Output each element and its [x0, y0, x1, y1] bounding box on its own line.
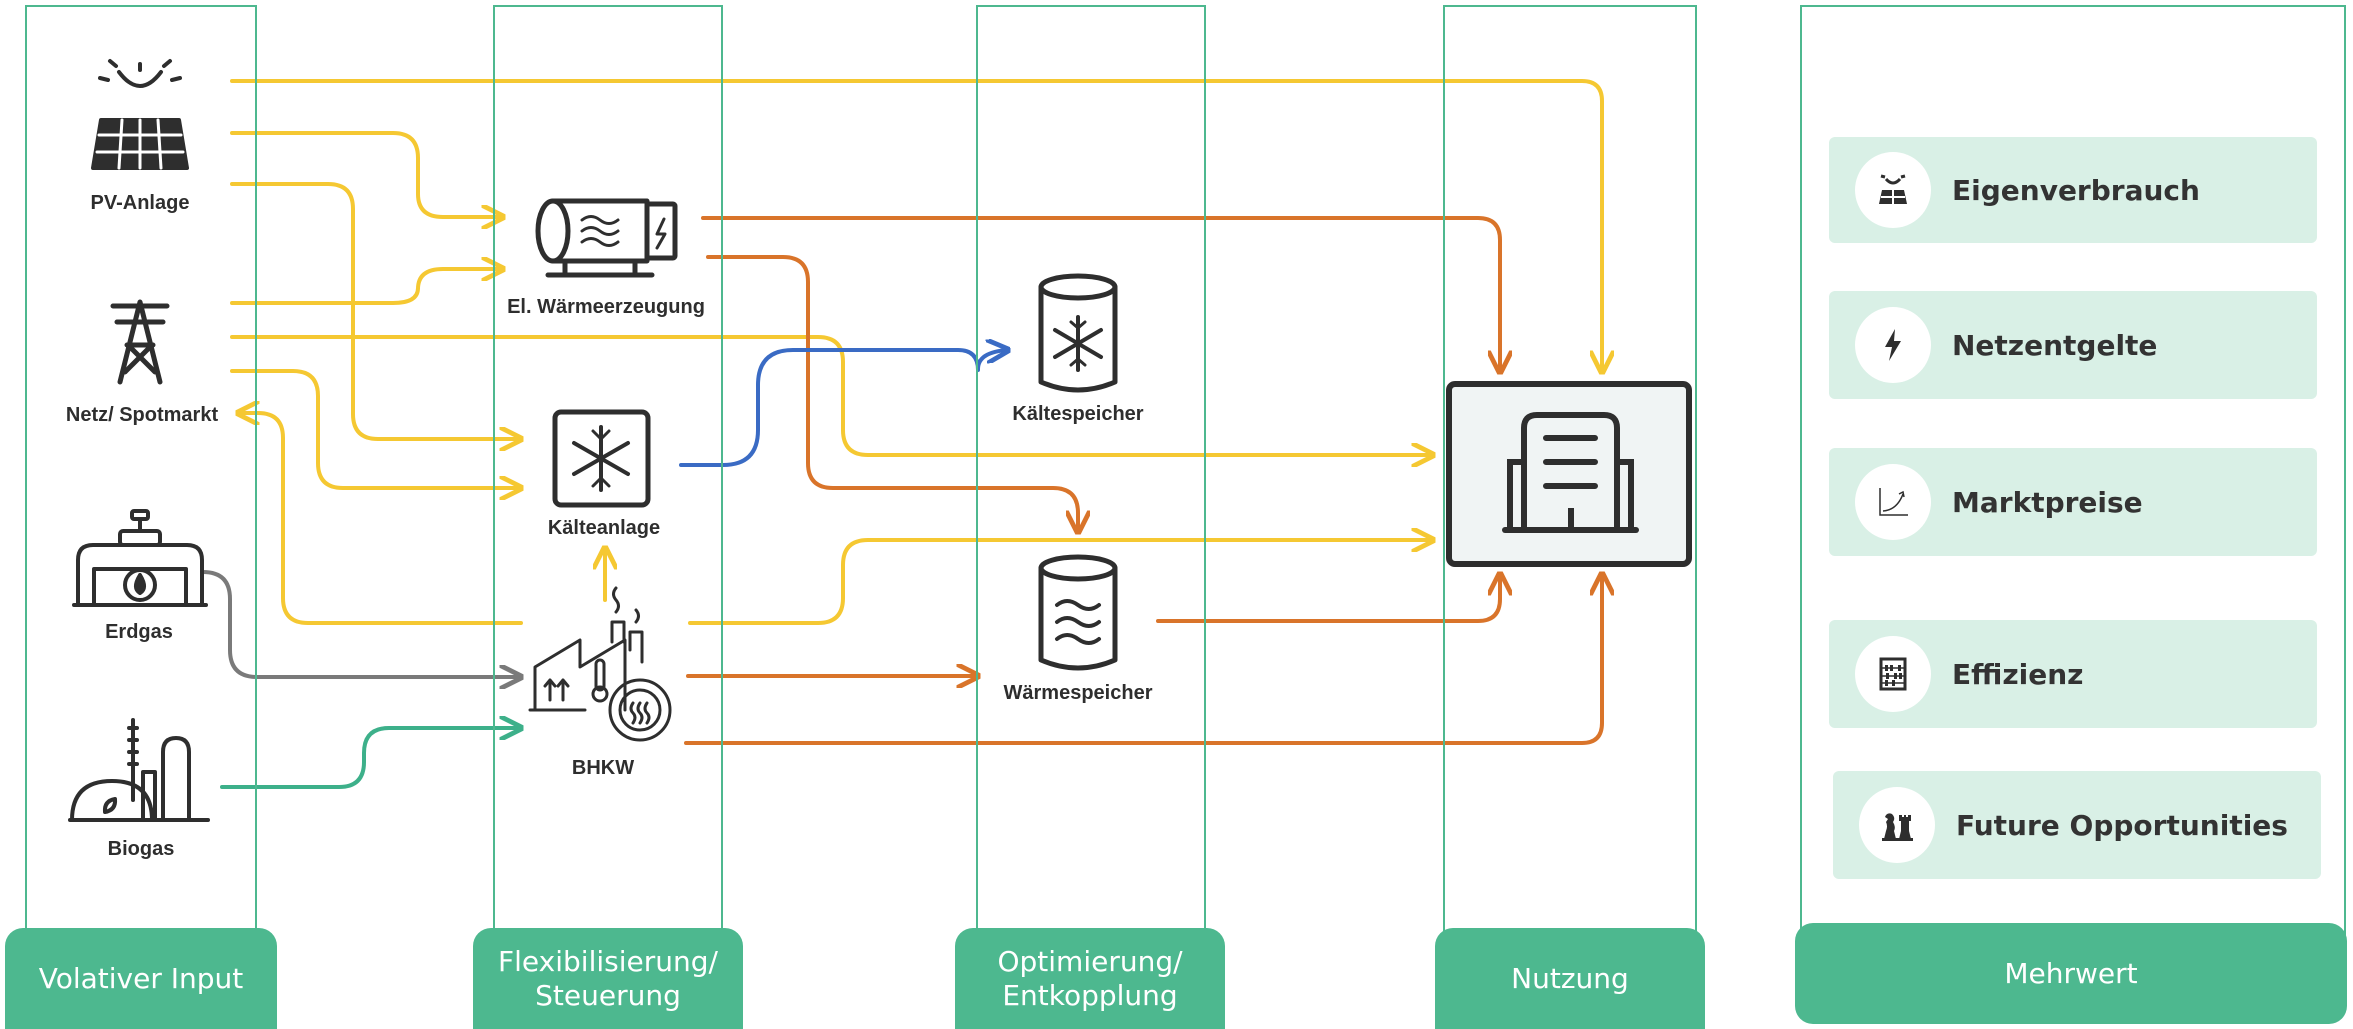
benefit-eigenverbrauch: Eigenverbrauch [1829, 137, 2317, 243]
gas-pipeline-icon [72, 509, 208, 607]
flow-bhkw-to-netz [238, 413, 523, 625]
flow-pv-to-building [230, 79, 1602, 372]
column-frame-opt [976, 5, 1206, 945]
flow-netz-to-el-waerme [230, 269, 503, 305]
column-label-use: Nutzung [1435, 928, 1705, 1029]
lightning-icon [1855, 307, 1931, 383]
flow-pv-to-el-waerme [230, 131, 503, 217]
benefit-marktpreise: Marktpreise [1829, 448, 2317, 556]
flow-waermespeicher-to-building [1156, 574, 1500, 623]
label-waermespeicher: Wärmespeicher [1003, 682, 1153, 704]
flow-bhkw-to-building [688, 540, 1433, 625]
solar-panel-icon [1855, 152, 1931, 228]
abacus-icon [1855, 636, 1931, 712]
column-label-input: Volativer Input [5, 928, 277, 1029]
label-netz-spotmarkt: Netz/ Spotmarkt [65, 404, 219, 426]
biogas-plant-icon [68, 718, 210, 822]
benefit-effizienz: Effizienz [1829, 620, 2317, 728]
label-bhkw: BHKW [571, 757, 635, 779]
benefit-label: Netzentgelte [1952, 328, 2158, 362]
rising-chart-icon [1855, 464, 1931, 540]
chiller-icon [552, 409, 651, 508]
label-kaelteanlage: Kälteanlage [547, 517, 661, 539]
column-frame-input [25, 5, 257, 945]
flow-kaelteanlage-to-kaeltespeicher [679, 350, 1008, 467]
flow-bhkw-to-building-bottom [684, 574, 1602, 745]
benefit-label: Eigenverbrauch [1952, 173, 2200, 207]
label-el-waermeerzeugung: El. Wärmeerzeugung [507, 296, 705, 318]
cold-storage-icon [1038, 273, 1118, 393]
flow-el-waerme-to-building [701, 216, 1500, 372]
column-frame-use [1443, 5, 1697, 945]
flow-erdgas-to-bhkw [201, 570, 521, 677]
transmission-tower-icon [110, 299, 170, 385]
benefit-label: Effizienz [1952, 657, 2084, 691]
heat-storage-icon [1038, 554, 1118, 671]
label-biogas: Biogas [107, 838, 175, 860]
flow-netz-to-kaelteanlage [230, 369, 521, 488]
benefit-label: Future Opportunities [1956, 808, 2288, 842]
column-label-flex: Flexibilisierung/ Steuerung [473, 928, 743, 1029]
flow-netz-to-building-top [230, 335, 1433, 455]
label-erdgas: Erdgas [105, 621, 173, 643]
benefit-future-opportunities: Future Opportunities [1833, 771, 2321, 879]
column-frame-flex [493, 5, 723, 945]
electric-heater-icon [535, 198, 678, 278]
column-label-opt: Optimierung/ Entkopplung [955, 928, 1225, 1029]
flow-el-waerme-to-waermespeicher [706, 255, 1078, 532]
building-icon [1446, 381, 1692, 567]
chp-plant-icon [528, 586, 672, 742]
benefit-label: Marktpreise [1952, 485, 2143, 519]
chess-pieces-icon [1859, 787, 1935, 863]
flow-biogas-to-bhkw [220, 728, 521, 789]
benefit-netzentgelte: Netzentgelte [1829, 291, 2317, 399]
label-pv-anlage: PV-Anlage [90, 192, 190, 214]
label-kaeltespeicher: Kältespeicher [1012, 403, 1144, 425]
pv-icon [91, 59, 189, 170]
flow-pv-to-kaelteanlage [230, 182, 521, 439]
column-label-value: Mehrwert [1795, 923, 2347, 1024]
